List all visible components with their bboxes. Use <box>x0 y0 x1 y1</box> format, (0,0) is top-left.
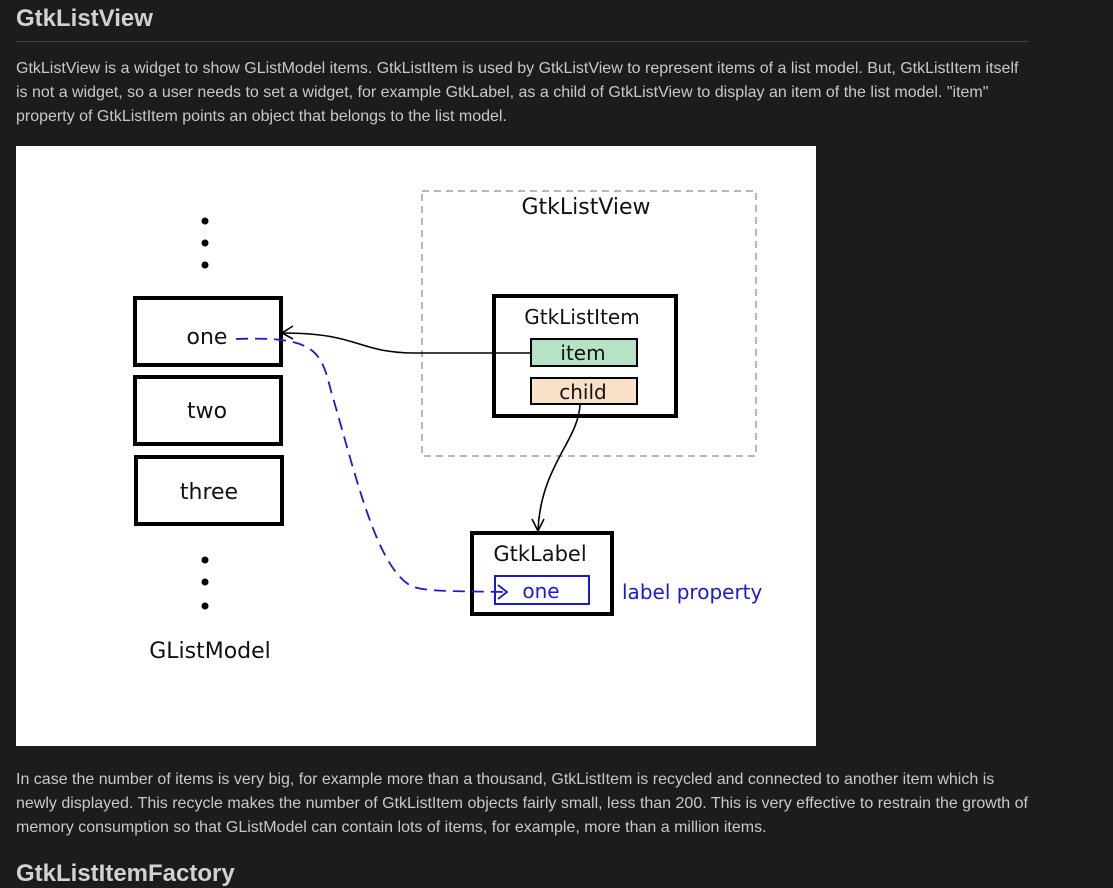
listview-diagram: one two three GListModel GtkListView Gtk… <box>16 146 816 746</box>
list-item-box-one <box>133 296 283 367</box>
ellipsis-dot <box>201 602 209 610</box>
ellipsis-dot <box>201 261 209 269</box>
child-to-label-arrow <box>537 404 581 531</box>
listitem-label: GtkListItem <box>524 305 639 329</box>
ellipsis-dot <box>201 239 209 247</box>
label-property-caption: label property <box>622 580 763 604</box>
arrowhead-icon <box>280 325 294 340</box>
section-heading: GtkListView <box>16 0 1028 42</box>
label-widget-title: GtkLabel <box>493 542 586 566</box>
next-section-heading: GtkListItemFactory <box>16 860 235 887</box>
child-property-box <box>530 377 638 405</box>
label-value-box <box>494 575 590 605</box>
ellipsis-dot <box>201 556 209 564</box>
item-to-one-arrow <box>281 332 531 354</box>
arrowhead-icon <box>497 584 509 600</box>
label-value-text: one <box>522 579 559 603</box>
item-property-label: item <box>560 341 605 365</box>
data-binding-dashed-arrow <box>235 337 507 593</box>
intro-paragraph: GtkListView is a widget to show GListMod… <box>16 60 1019 125</box>
recycle-paragraph: In case the number of items is very big,… <box>16 771 1028 836</box>
article-content: GtkListView GtkListView is a widget to s… <box>16 0 1028 887</box>
list-item-text-three: three <box>180 480 238 505</box>
list-model-label: GListModel <box>149 639 271 664</box>
list-item-text-two: two <box>187 399 227 424</box>
list-item-text-one: one <box>187 325 228 350</box>
ellipsis-dot <box>201 217 209 225</box>
listview-label: GtkListView <box>521 195 650 220</box>
child-property-label: child <box>559 380 606 404</box>
ellipsis-dot <box>201 578 209 586</box>
item-property-box <box>530 338 638 367</box>
list-item-box-two <box>133 375 283 446</box>
list-item-box-three <box>134 455 284 526</box>
